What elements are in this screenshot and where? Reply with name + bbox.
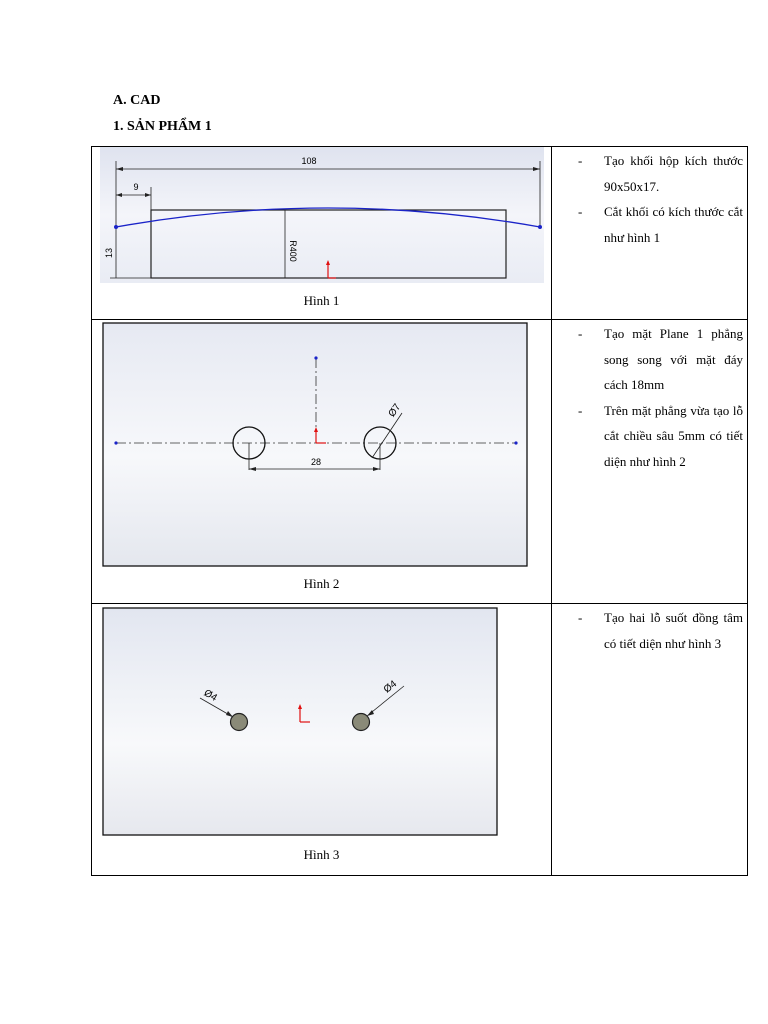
section-heading: A. CAD bbox=[113, 93, 161, 108]
bullet-list: -Tạo hai lỗ suốt đồng tâm có tiết diện n… bbox=[552, 605, 747, 656]
list-item: -Trên mặt phẳng vừa tạo lỗ cắt chiều sâu… bbox=[578, 402, 743, 469]
figure-3-drawing: Ø4 Ø4 bbox=[102, 607, 498, 836]
text-cell: -Tạo khối hộp kích thước 90x50x17. -Cắt … bbox=[551, 146, 748, 320]
product-heading: 1. SẢN PHẨM 1 bbox=[113, 119, 212, 134]
table-row: Ø4 Ø4 Hình 3 -Tạo hai lỗ suốt đồng tâm c… bbox=[91, 603, 748, 876]
table-row: 108 9 13 R400 bbox=[91, 146, 748, 320]
figure-caption: Hình 2 bbox=[303, 576, 340, 591]
figure-cell: 28 Ø7 Hình 2 bbox=[91, 319, 552, 604]
dim-13-label: 13 bbox=[104, 248, 114, 258]
list-item: -Tạo mặt Plane 1 phẳng song song với mặt… bbox=[578, 326, 743, 392]
dim-r400-label: R400 bbox=[288, 240, 298, 262]
text-cell: -Tạo mặt Plane 1 phẳng song song với mặt… bbox=[551, 319, 748, 604]
list-item: -Cắt khối có kích thước cắt như hình 1 bbox=[578, 204, 743, 245]
text-cell: -Tạo hai lỗ suốt đồng tâm có tiết diện n… bbox=[551, 603, 748, 876]
dim-108-label: 108 bbox=[301, 156, 316, 166]
list-item: -Tạo khối hộp kích thước 90x50x17. bbox=[578, 153, 743, 194]
figure-cell: 108 9 13 R400 bbox=[91, 146, 552, 320]
figure-caption: Hình 3 bbox=[303, 847, 340, 862]
bullet-list: -Tạo khối hộp kích thước 90x50x17. -Cắt … bbox=[552, 148, 747, 250]
table-row: 28 Ø7 Hình 2 -Tạo mặt Plane 1 phẳng song… bbox=[91, 319, 748, 604]
figure-caption: Hình 1 bbox=[303, 293, 340, 308]
dim-28-label: 28 bbox=[311, 457, 321, 467]
figure-1-drawing: 108 9 13 R400 bbox=[100, 147, 544, 283]
list-item: -Tạo hai lỗ suốt đồng tâm có tiết diện n… bbox=[578, 610, 743, 651]
bullet-list: -Tạo mặt Plane 1 phẳng song song với mặt… bbox=[552, 321, 747, 474]
figure-2-drawing: 28 Ø7 bbox=[102, 322, 528, 567]
figure-cell: Ø4 Ø4 Hình 3 bbox=[91, 603, 552, 876]
instruction-table: 108 9 13 R400 bbox=[91, 146, 748, 876]
dim-9-label: 9 bbox=[133, 182, 138, 192]
